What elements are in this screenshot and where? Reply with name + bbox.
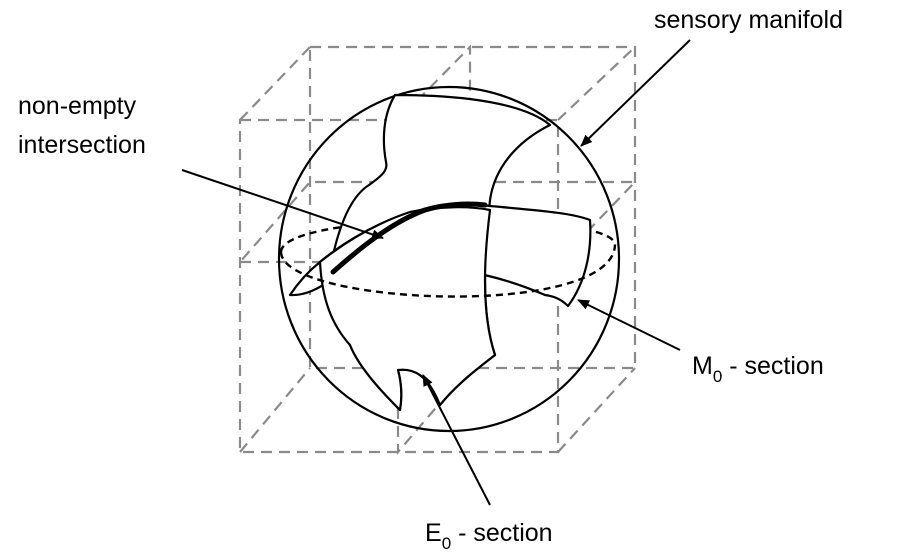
arrow-intersection — [181, 169, 384, 240]
m0-suffix: - section — [722, 352, 823, 380]
equator-back — [279, 218, 617, 253]
arrow-sensory-manifold — [580, 39, 691, 147]
intersection-curve — [330, 201, 488, 275]
e0-subscript: 0 — [442, 534, 451, 553]
sensory-manifold-sphere — [277, 85, 621, 433]
label-intersection-line2: intersection — [18, 131, 146, 159]
e0-main: E — [425, 519, 442, 547]
m0-main: M — [692, 352, 713, 380]
equator-front — [279, 244, 617, 298]
arrow-e0-section — [422, 374, 491, 506]
m0-subscript: 0 — [713, 367, 722, 386]
label-e0-section: E0 - section — [425, 519, 553, 553]
cube-edge-top-left — [239, 46, 311, 121]
cube-edge-top-right — [557, 46, 636, 121]
cube-edge-bottom-right — [557, 367, 636, 453]
arrow-m0-section — [577, 299, 681, 351]
label-sensory-manifold: sensory manifold — [654, 6, 843, 34]
cube-back-face — [308, 45, 637, 370]
label-intersection-line1: non-empty — [18, 92, 137, 120]
label-m0-section: M0 - section — [692, 352, 824, 386]
e0-suffix: - section — [451, 519, 552, 547]
cube-edge-bottom-left — [239, 367, 311, 453]
